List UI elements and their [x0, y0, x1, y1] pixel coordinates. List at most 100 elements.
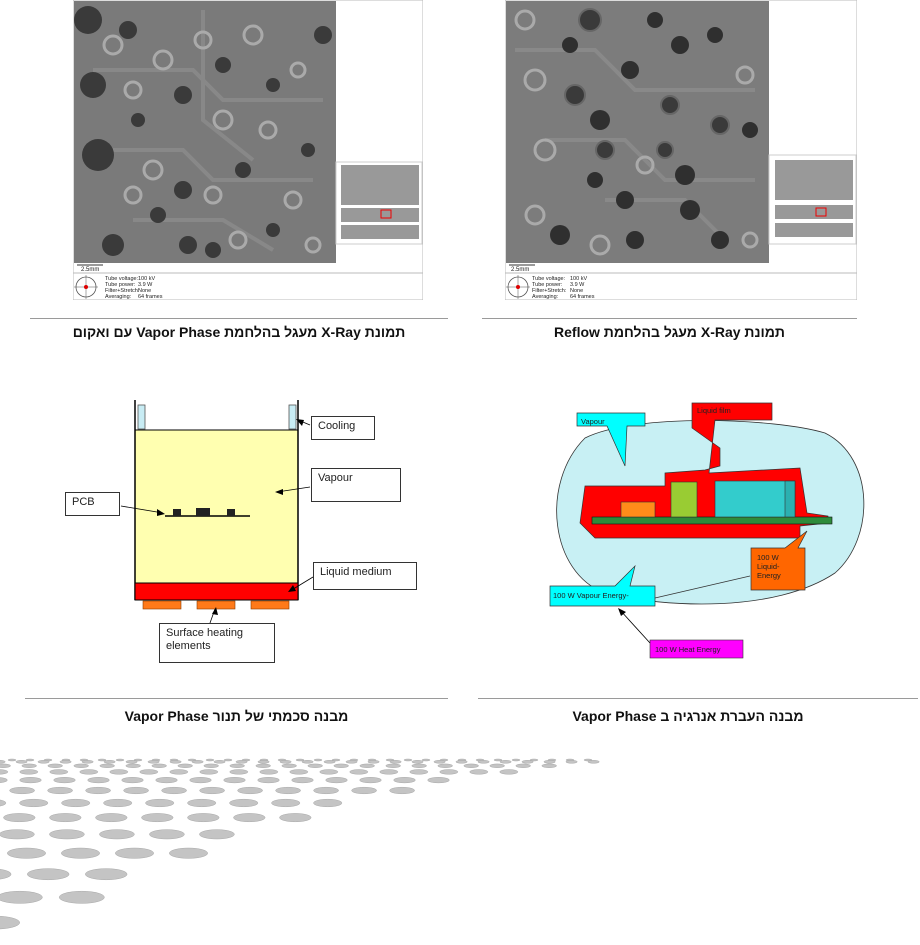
- decorative-dot: [229, 799, 259, 808]
- decorative-dot: [349, 769, 369, 775]
- decorative-dot: [385, 763, 401, 768]
- decorative-dot: [255, 763, 271, 768]
- caption-xray-reflow: תמונת X-Ray מעגל בהלחמת Reflow: [554, 324, 785, 340]
- decorative-dot: [7, 758, 17, 762]
- decorative-dot: [21, 763, 37, 768]
- decorative-dot: [543, 760, 556, 764]
- label-vapour: Vapour: [311, 468, 401, 502]
- decorative-dot: [291, 777, 314, 784]
- decorative-dot: [213, 760, 226, 764]
- decorative-dot: [199, 769, 219, 775]
- oven-schematic: Cooling Vapour PCB Liquid medium Surface…: [55, 395, 425, 675]
- decorative-dot: [187, 799, 217, 808]
- decorative-dot: [37, 760, 50, 764]
- label-heating-elements: Surface heating elements: [159, 623, 275, 663]
- decorative-dot: [27, 868, 70, 880]
- decorative-dot: [145, 799, 175, 808]
- decorative-dot: [0, 829, 35, 840]
- decorative-dot: [313, 758, 323, 762]
- decorative-dot: [529, 758, 539, 762]
- label-heat-energy: 100 W Heat Energy: [655, 645, 721, 654]
- decorative-dot: [223, 777, 246, 784]
- decorative-dot: [367, 760, 380, 764]
- decorative-dot: [289, 769, 309, 775]
- decorative-dot: [477, 760, 490, 764]
- decorative-dot: [199, 787, 225, 795]
- decorative-dot: [393, 777, 416, 784]
- decorative-dot: [279, 760, 292, 764]
- xray-vapor-phase-svg: 2.5mm Tube voltage: 100 kV Tube power: 3…: [73, 0, 423, 300]
- decorative-dot: [47, 787, 73, 795]
- pcb-board: [591, 516, 833, 525]
- decorative-dot: [0, 799, 7, 807]
- decorative-dot: [169, 847, 208, 859]
- decorative-dot: [125, 760, 138, 764]
- decorative-dot: [15, 760, 28, 764]
- decorative-dot: [271, 799, 301, 808]
- decorative-dot: [49, 769, 69, 775]
- decorative-dot-pattern: [0, 758, 600, 930]
- decorative-dot: [455, 760, 468, 764]
- decorative-dot: [403, 758, 413, 762]
- svg-text:3.9 W: 3.9 W: [138, 282, 153, 288]
- decorative-dot: [121, 777, 144, 784]
- decorative-dot: [323, 760, 336, 764]
- decorative-dot: [379, 769, 399, 775]
- decorative-dot: [85, 868, 128, 880]
- decorative-dot: [147, 760, 160, 764]
- decorative-dot: [199, 829, 235, 840]
- svg-text:3.9 W: 3.9 W: [570, 282, 585, 288]
- decorative-dot: [469, 769, 489, 775]
- xray-left-info: Tube voltage: 100 kV Tube power: 3.9 W F…: [105, 276, 163, 300]
- decorative-dot: [301, 760, 314, 764]
- svg-text:Tube voltage:: Tube voltage:: [105, 276, 139, 282]
- caption-xray-vapor-phase: תמונת X-Ray מעגל בהלחמת Vapor Phase עם ו…: [72, 324, 406, 340]
- decorative-dot: [463, 763, 479, 768]
- decorative-dot: [149, 829, 185, 840]
- xray-reflow-svg: 2.5mm Tube voltage: 100 kV Tube power: 3…: [505, 0, 857, 300]
- decorative-dot: [333, 763, 349, 768]
- decorative-dot: [19, 769, 39, 775]
- decorative-dot: [177, 763, 193, 768]
- decorative-dot: [409, 769, 429, 775]
- decorative-dot: [103, 799, 133, 808]
- svg-text:64 frames: 64 frames: [138, 294, 163, 300]
- decorative-dot: [0, 769, 9, 775]
- decorative-dot: [389, 787, 415, 795]
- decorative-dot: [411, 760, 424, 764]
- decorative-dot: [59, 890, 105, 904]
- decorative-dot: [565, 760, 578, 764]
- decorative-dot: [511, 758, 521, 762]
- decorative-dot: [223, 758, 233, 762]
- divider-line: [25, 698, 448, 699]
- decorative-dot: [235, 760, 248, 764]
- decorative-dot: [133, 758, 143, 762]
- xray-right-scale-label: 2.5mm: [511, 267, 529, 273]
- decorative-dot: [151, 763, 167, 768]
- decorative-dot: [141, 813, 174, 823]
- decorative-dot: [95, 813, 128, 823]
- energy-transfer-diagram: Vapour Liquid film 100 W Liquid- Energy …: [545, 398, 875, 668]
- xray-image-reflow: 2.5mm Tube voltage: 100 kV Tube power: 3…: [505, 0, 857, 300]
- decorative-dot: [499, 769, 519, 775]
- decorative-dot: [9, 787, 35, 795]
- decorative-dot: [191, 760, 204, 764]
- svg-text:Filter+Stretch:: Filter+Stretch:: [105, 288, 140, 294]
- caption-energy-transfer: מבנה העברת אנרגיה ב Vapor Phase: [572, 708, 804, 724]
- decorative-dot: [359, 763, 375, 768]
- decorative-dot: [259, 769, 279, 775]
- decorative-dot: [313, 787, 339, 795]
- divider-line: [30, 318, 448, 319]
- xray-right-info: Tube voltage: 100 kV Tube power: 3.9 W F…: [532, 276, 595, 300]
- decorative-dot: [0, 891, 43, 904]
- decorative-dot: [109, 769, 129, 775]
- xray-left-scale-label: 2.5mm: [81, 267, 99, 273]
- svg-text:100 kV: 100 kV: [138, 276, 155, 282]
- decorative-dot: [521, 760, 534, 764]
- decorative-dot: [427, 777, 450, 784]
- decorative-dot: [47, 763, 63, 768]
- label-liquid-medium: Liquid medium: [313, 562, 417, 590]
- decorative-dot: [187, 813, 220, 823]
- decorative-dot: [587, 760, 600, 764]
- decorative-dot: [281, 763, 297, 768]
